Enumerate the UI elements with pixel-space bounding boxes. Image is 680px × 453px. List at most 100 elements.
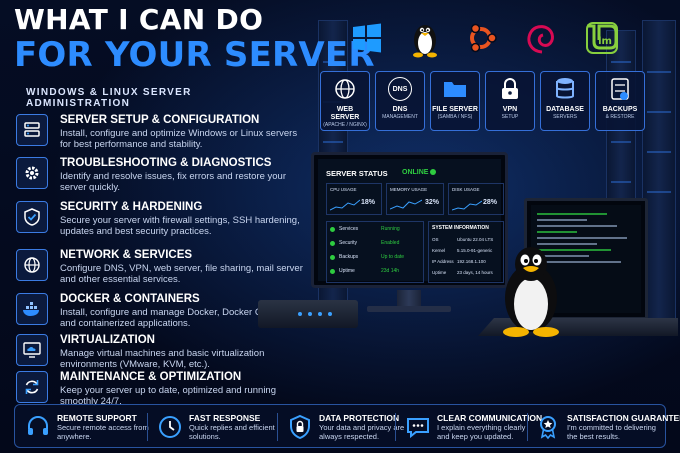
service-title: DOCKER & CONTAINERS: [60, 293, 200, 305]
feature-title: SATISFACTION GUARANTEED: [567, 413, 680, 423]
feature-item: FAST RESPONSE Quick replies and efficien…: [155, 405, 275, 449]
card-label: WEB SERVER: [330, 106, 360, 121]
service-desc: Identify and resolve issues, fix errors …: [60, 171, 286, 193]
status-row-name: Backups: [339, 254, 359, 260]
feature-desc: Secure remote access from anywhere.: [57, 423, 149, 441]
check-icon: [330, 269, 335, 274]
status-title: SERVER STATUS: [326, 169, 388, 178]
check-icon: [330, 227, 335, 232]
feature-title: REMOTE SUPPORT: [57, 413, 137, 423]
service-desc: Install, configure and optimize Windows …: [60, 128, 298, 150]
server-appliance: [258, 300, 358, 328]
sysinfo-key: OS: [432, 237, 439, 242]
feature-desc: I'm committed to delivering the best res…: [567, 423, 656, 441]
service-card: DATABASE SERVERS: [540, 71, 590, 131]
service-card: BACKUPS & RESTORE: [595, 71, 645, 131]
service-card: FILE SERVER (SAMBA / NFS): [430, 71, 480, 131]
divider: [527, 413, 528, 441]
dns-icon: DNS: [376, 72, 424, 106]
service-title: TROUBLESHOOTING & DIAGNOSTICS: [60, 157, 272, 169]
service-desc: Manage virtual machines and basic virtua…: [60, 348, 265, 370]
shield-lock-icon: [285, 412, 315, 442]
service-desc: Keep your server up to date, optimized a…: [60, 385, 276, 407]
service-item: SECURITY & HARDENING Secure your server …: [16, 201, 306, 237]
sysinfo-value: 23 days, 14 hours: [457, 270, 493, 275]
card-sub: SETUP: [501, 114, 519, 120]
divider: [395, 413, 396, 441]
headline-line-1: WHAT I CAN DO: [14, 3, 264, 36]
monitor-stand: [397, 290, 421, 308]
service-desc: Install, configure and manage Docker, Do…: [60, 307, 296, 329]
status-row-value: Up to date: [381, 254, 405, 260]
features-bar: REMOTE SUPPORT Secure remote access from…: [14, 404, 680, 449]
dns-icon-text: DNS: [388, 77, 412, 101]
status-row-name: Uptime: [339, 268, 355, 274]
card-label: BACKUPS: [602, 106, 638, 113]
sysinfo-value: 5.15.0-91-generic: [457, 248, 493, 253]
check-icon: [330, 241, 335, 246]
status-rows: Services Running Security Enabled Backup…: [326, 221, 424, 283]
status-row-value: Enabled: [381, 240, 400, 246]
service-desc: Secure your server with firewall setting…: [60, 215, 300, 237]
metric-value: 18%: [361, 199, 376, 206]
service-title: MAINTENANCE & OPTIMIZATION: [60, 371, 242, 383]
clock-icon: [155, 412, 185, 442]
service-title: VIRTUALIZATION: [60, 334, 155, 346]
linux-tux-icon: [403, 16, 447, 60]
headline: WHAT I CAN DO FOR YOUR SERVER: [14, 3, 375, 73]
server-icon: [16, 114, 48, 146]
card-label: DATABASE: [546, 106, 584, 113]
sysinfo-key: IP Address: [432, 259, 454, 264]
status-row-value: Running: [381, 226, 400, 232]
service-item: NETWORK & SERVICES Configure DNS, VPN, w…: [16, 249, 306, 285]
feature-title: CLEAR COMMUNICATION: [437, 413, 543, 423]
service-item: TROUBLESHOOTING & DIAGNOSTICS Identify a…: [16, 157, 306, 193]
linux-mint-logo-icon: lm: [580, 16, 624, 60]
metric-value: 28%: [483, 199, 498, 206]
docker-whale-icon: [16, 293, 48, 325]
service-item: SERVER SETUP & CONFIGURATION Install, co…: [16, 114, 306, 150]
service-item: MAINTENANCE & OPTIMIZATION Keep your ser…: [16, 371, 306, 407]
backup-icon: [596, 72, 644, 106]
shield-check-icon: [16, 201, 48, 233]
feature-desc: Your data and privacy are always respect…: [319, 423, 405, 441]
status-row-value: 23d 14h: [381, 268, 400, 274]
card-label: VPN: [502, 106, 518, 113]
divider: [147, 413, 148, 441]
card-sub: MANAGEMENT: [382, 114, 418, 120]
online-dot: [430, 169, 436, 175]
feature-desc: Quick replies and efficient solutions.: [189, 423, 275, 441]
lock-icon: [486, 72, 534, 106]
sysinfo-key: Kernel: [432, 248, 446, 253]
tux-penguin-icon: [496, 238, 566, 338]
medal-icon: [533, 412, 563, 442]
service-title: SERVER SETUP & CONFIGURATION: [60, 114, 260, 126]
feature-item: DATA PROTECTION Your data and privacy ar…: [285, 405, 405, 449]
service-desc: Configure DNS, VPN, web server, file sha…: [60, 263, 303, 285]
sysinfo-value: 192.168.1.100: [457, 259, 486, 264]
card-sub: (APACHE / NGINX): [323, 122, 367, 128]
system-info: SYSTEM INFORMATION OS Ubuntu 22.04 LTS K…: [428, 221, 504, 283]
service-card: DNS DNS MANAGEMENT: [375, 71, 425, 131]
windows-logo-icon: [345, 16, 389, 60]
ubuntu-logo-icon: [459, 16, 503, 60]
divider: [277, 413, 278, 441]
card-sub: SERVERS: [553, 114, 577, 120]
server-status-panel: SERVER STATUS ONLINE CPU USAGE 18% MEMOR…: [318, 159, 504, 283]
service-item: VIRTUALIZATION Manage virtual machines a…: [16, 334, 306, 370]
feature-item: REMOTE SUPPORT Secure remote access from…: [23, 405, 149, 449]
card-sub: & RESTORE: [605, 114, 635, 120]
debian-logo-icon: [518, 16, 562, 60]
chat-icon: [403, 412, 433, 442]
metric-label: DISK USAGE: [452, 187, 480, 192]
metric-box: CPU USAGE 18%: [326, 183, 382, 215]
gear-icon: [16, 157, 48, 189]
database-icon: [541, 72, 589, 106]
sysinfo-title: SYSTEM INFORMATION: [432, 225, 489, 231]
feature-title: FAST RESPONSE: [189, 413, 261, 423]
card-sub: (SAMBA / NFS): [437, 114, 473, 120]
online-label: ONLINE: [402, 169, 429, 176]
metric-value: 32%: [425, 199, 440, 206]
folder-icon: [431, 72, 479, 106]
globe-icon: [321, 72, 369, 106]
